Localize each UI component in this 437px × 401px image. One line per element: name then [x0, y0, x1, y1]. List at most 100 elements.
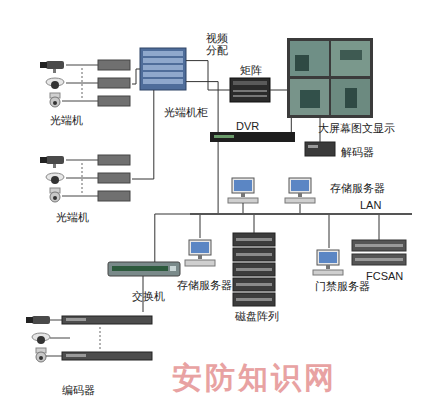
pc-stand	[326, 265, 330, 269]
switch-body	[108, 262, 180, 276]
transceiver-unit	[98, 60, 130, 70]
pc-keyboard	[185, 260, 215, 266]
cabinet-slot	[143, 51, 183, 56]
storage-server: 存储服务器	[285, 178, 315, 204]
video-cable	[50, 338, 62, 339]
storage-server: 存储服务器	[185, 238, 215, 268]
device-label: 光端机柜	[164, 106, 208, 118]
device-label: 解码器	[341, 146, 374, 158]
matrix-panel	[233, 81, 267, 85]
fcsan-storage: FCSAN	[352, 240, 406, 266]
cabinet-slot	[143, 58, 183, 63]
pc-icon	[285, 178, 315, 203]
connector-line	[329, 215, 330, 248]
connector-line	[155, 214, 190, 262]
device-label: LAN	[360, 199, 381, 211]
pc-stand	[298, 193, 302, 197]
dvr-body	[210, 132, 295, 142]
san-shelf	[352, 254, 406, 265]
dome-lens	[37, 336, 45, 344]
watermark: 安防知识网	[172, 358, 337, 399]
optical-cabinet: 光端机柜	[140, 48, 186, 90]
edge-label: 视频分配	[206, 32, 230, 56]
connector-line	[218, 142, 219, 213]
pc-stand	[198, 255, 202, 259]
screen-pane	[331, 41, 370, 76]
transceiver-unit	[98, 155, 130, 165]
decoder-body	[305, 142, 335, 156]
transceiver-unit	[98, 191, 130, 201]
camera-lens	[40, 62, 47, 68]
disk-shelf	[233, 248, 275, 261]
dvr-unit: DVR	[210, 132, 295, 142]
access-server: 门禁服务器	[313, 248, 345, 276]
screen-image	[300, 90, 320, 108]
device-label: 光端机	[56, 211, 89, 223]
disk-stripe	[236, 298, 272, 301]
pc-stand	[241, 193, 245, 197]
continuation-dots	[82, 68, 83, 98]
video-matrix: 矩阵	[230, 78, 270, 102]
disk-array: 磁盘阵列	[233, 233, 275, 307]
camera-mount	[53, 164, 56, 168]
box-camera	[46, 61, 64, 69]
transceiver-group: 光端机	[96, 153, 132, 205]
video-cable	[50, 320, 62, 321]
continuation-dots	[100, 327, 101, 350]
encoder-panel	[66, 318, 86, 321]
dvr-panel	[214, 135, 234, 138]
disk-shelf	[233, 293, 275, 306]
decoder-unit: 解码器	[305, 142, 335, 156]
screen-pane	[290, 79, 329, 115]
san-shelf	[352, 240, 406, 251]
encoder-group: 编码器	[62, 312, 152, 372]
screen-image	[340, 50, 362, 60]
device-label: 编码器	[62, 384, 95, 396]
san-stripe	[355, 244, 403, 247]
video-cable	[66, 178, 98, 179]
dome-lens	[53, 196, 57, 200]
cabinet-slot	[143, 72, 183, 77]
connector-line	[132, 69, 140, 84]
camera-group	[40, 60, 130, 107]
disk-stripe	[236, 268, 272, 271]
box-camera	[32, 316, 50, 324]
connector-line	[132, 90, 154, 179]
encoder-unit	[62, 352, 152, 360]
disk-stripe	[236, 253, 272, 256]
transceiver-unit	[98, 173, 130, 183]
connector-line	[300, 204, 301, 213]
video-cable	[62, 196, 98, 197]
dome-lens	[39, 356, 43, 360]
speed-dome	[50, 192, 60, 202]
screen-image	[295, 55, 309, 71]
san-stripe	[355, 258, 403, 261]
switch-ports	[112, 266, 168, 271]
dome-lens	[53, 101, 57, 105]
switch-led	[170, 266, 176, 271]
transceiver-group: 光端机	[96, 58, 132, 110]
box-camera	[46, 156, 64, 164]
display-wall: 大屏幕图文显示	[287, 38, 373, 118]
disk-stripe	[236, 283, 272, 286]
device-label: 交换机	[132, 290, 165, 302]
pc-screen	[191, 242, 209, 253]
pc-keyboard	[313, 270, 343, 275]
disk-shelf	[233, 278, 275, 291]
disk-shelf	[233, 263, 275, 276]
pc-keyboard	[228, 198, 258, 203]
connector-line	[186, 61, 230, 90]
device-label: 大屏幕图文显示	[318, 122, 395, 134]
video-cable	[46, 356, 62, 357]
pc-monitor	[289, 178, 311, 193]
device-label: 磁盘阵列	[235, 310, 279, 322]
encoder-unit	[62, 316, 152, 324]
pc-icon	[313, 250, 343, 275]
camera-mount	[53, 69, 56, 73]
connector-line	[291, 118, 292, 132]
device-label: FCSAN	[366, 270, 403, 282]
disk-shelf	[233, 233, 275, 246]
device-label: DVR	[236, 120, 259, 132]
decoder-panel	[308, 145, 318, 148]
matrix-panel	[233, 95, 267, 97]
